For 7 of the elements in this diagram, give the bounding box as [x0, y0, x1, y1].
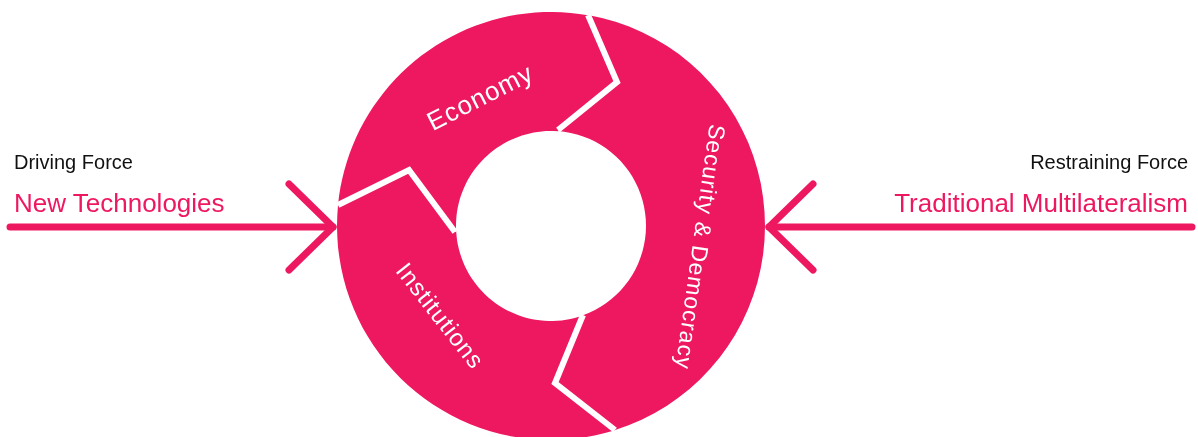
segment-label: Security & Democracy — [670, 122, 729, 371]
force-type-label: Driving Force — [14, 152, 133, 172]
force-name: Traditional Multilateralism — [894, 190, 1188, 216]
force-arrow — [6, 180, 337, 274]
force-name: New Technologies — [14, 190, 225, 216]
force-arrow — [765, 180, 1196, 274]
force-type-label: Restraining Force — [1030, 152, 1188, 172]
